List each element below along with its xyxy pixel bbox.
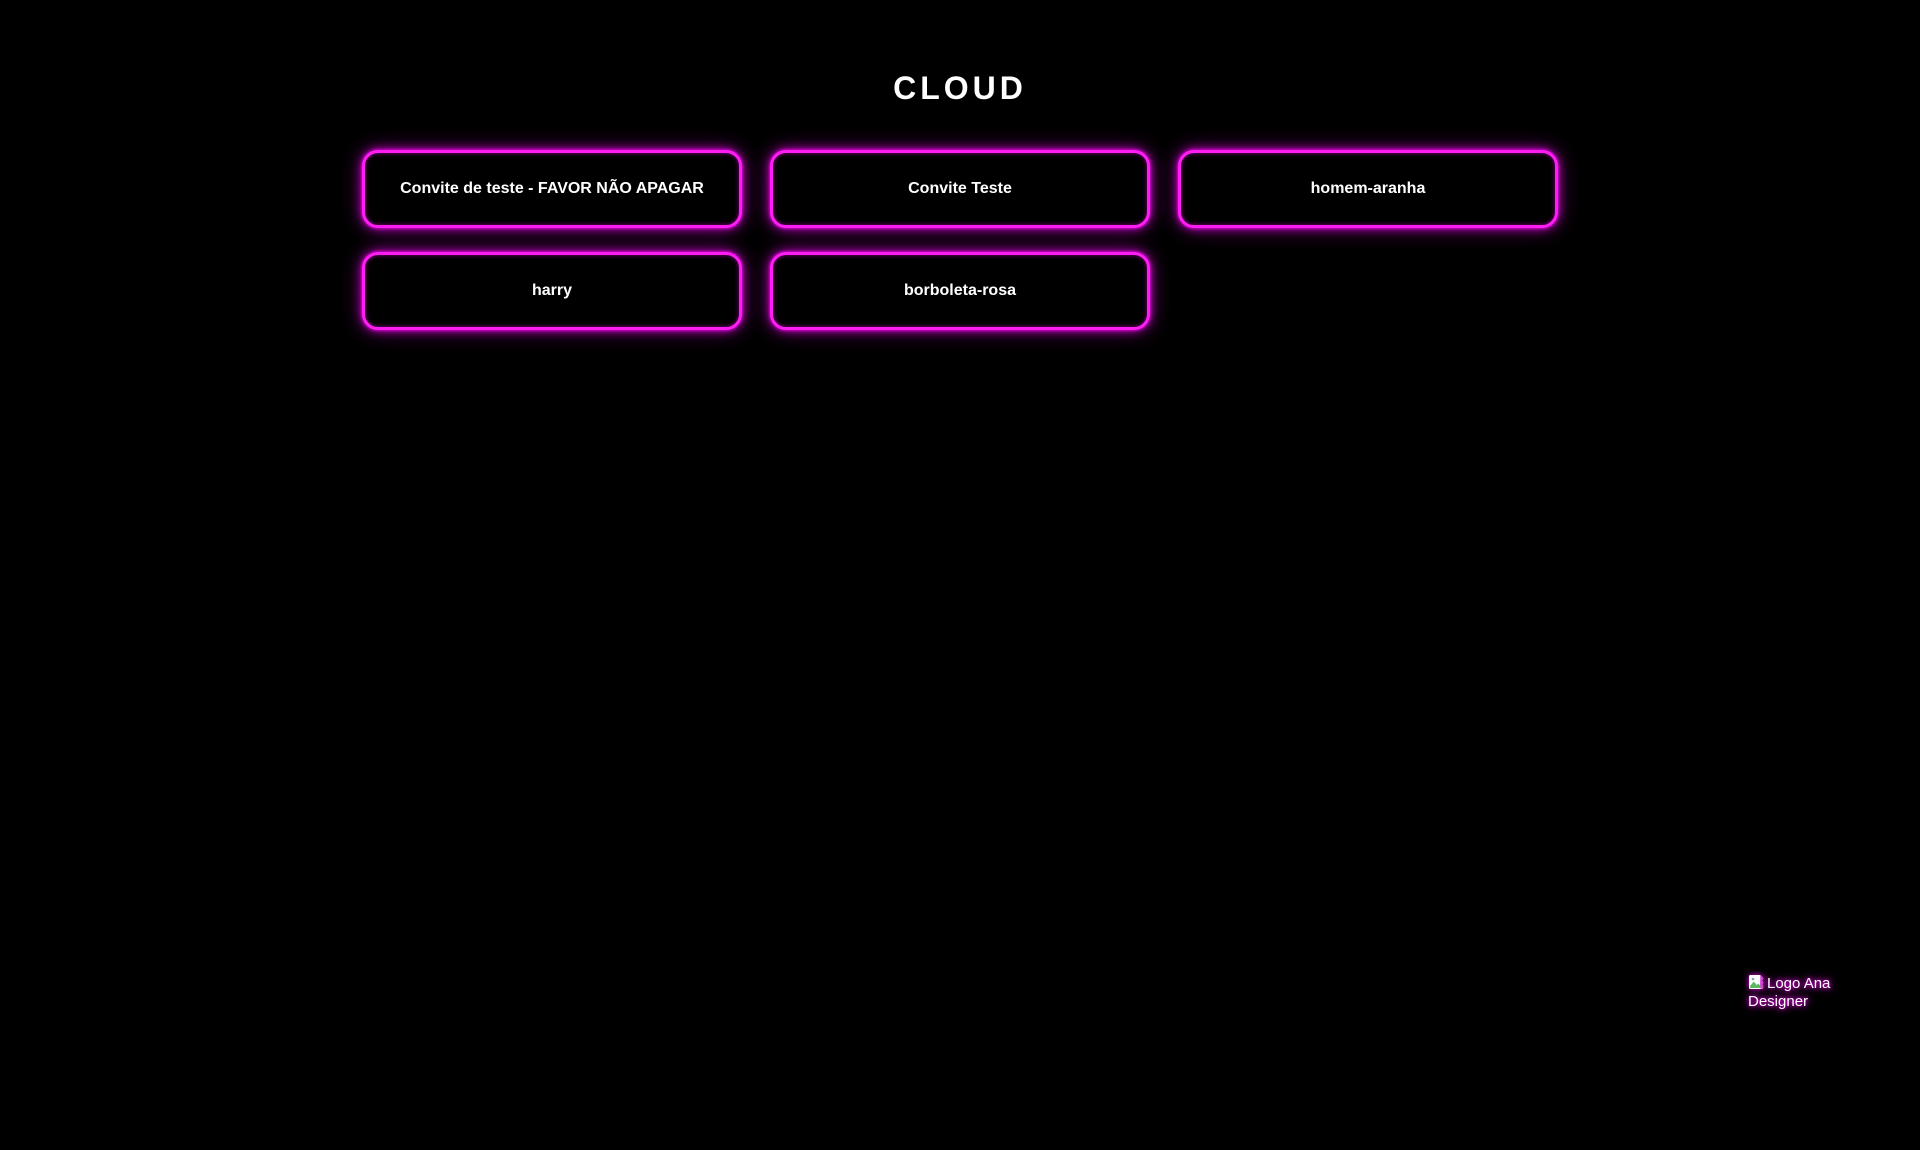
logo-ana-designer: Logo Ana Designer [1748, 974, 1844, 1011]
card-label: homem-aranha [1310, 179, 1426, 197]
card-convite-de-teste-favor-nao-apagar[interactable]: Convite de teste - FAVOR NÃO APAGAR [362, 149, 742, 228]
card-convite-teste[interactable]: Convite Teste [770, 149, 1150, 228]
broken-image-icon [1749, 975, 1764, 989]
card-label: Convite de teste - FAVOR NÃO APAGAR [400, 179, 704, 197]
cards-grid: Convite de teste - FAVOR NÃO APAGAR Conv… [362, 149, 1558, 330]
card-borboleta-rosa[interactable]: borboleta-rosa [770, 251, 1150, 330]
card-harry[interactable]: harry [362, 251, 742, 330]
card-label: Convite Teste [908, 179, 1012, 197]
card-label: harry [531, 281, 573, 299]
card-homem-aranha[interactable]: homem-aranha [1178, 149, 1558, 228]
logo-alt-text: Logo Ana Designer [1748, 975, 1831, 1010]
card-label: borboleta-rosa [903, 281, 1016, 299]
page-title: CLOUD [893, 70, 1027, 106]
